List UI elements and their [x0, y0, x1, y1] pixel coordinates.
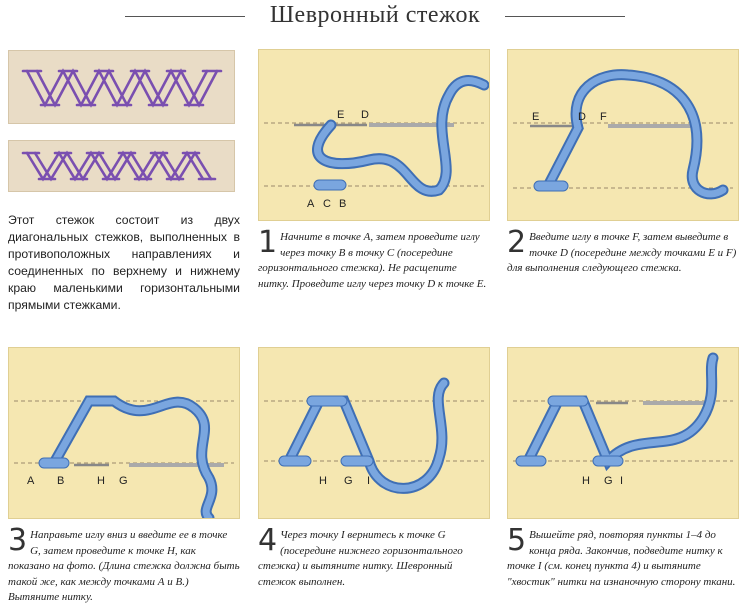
label-g: G [119, 475, 128, 487]
title-bar: Шевронный стежок [0, 0, 750, 34]
step-3-illustration: A B H G [8, 347, 240, 519]
label-b: B [339, 198, 346, 210]
label-i: I [367, 475, 370, 487]
step-1-number: 1 [258, 225, 278, 260]
label-h: H [97, 475, 105, 487]
step-5-caption: 5 Вышейте ряд, повторяя пункты 1–4 до ко… [507, 523, 739, 590]
step-2-text: Введите иглу в точке F, затем выведите в… [507, 231, 737, 274]
step-1-text: Начните в точке А, затем проведите иглу … [258, 231, 487, 290]
label-e: E [532, 111, 539, 123]
chevron-sample-bottom-image [21, 150, 217, 182]
step-3-text: Направьте иглу вниз и введите ее в точке… [8, 529, 240, 603]
label-g: G [604, 475, 613, 487]
step-1-illustration: E D A C B [258, 49, 490, 221]
page-title: Шевронный стежок [0, 2, 750, 29]
intro-text: Этот стежок состоит из двух диагональных… [8, 213, 240, 312]
label-h: H [319, 475, 327, 487]
label-d: D [578, 111, 586, 123]
label-d: D [361, 109, 369, 121]
fabric-swatch-bottom [8, 140, 235, 192]
label-h: H [582, 475, 590, 487]
label-c: C [323, 198, 331, 210]
step-2-illustration: E D F [507, 49, 739, 221]
step-4-text: Через точку I вернитесь к точке G (посер… [258, 529, 463, 588]
title-rule-left [125, 16, 245, 17]
step-4-caption: 4 Через точку I вернитесь к точке G (пос… [258, 523, 490, 590]
chevron-sample-top-image [21, 68, 223, 108]
step-4-illustration: H G I [258, 347, 490, 519]
step-1-caption: 1 Начните в точке А, затем проведите игл… [258, 225, 490, 292]
step-3-number: 3 [8, 523, 28, 558]
step-5-illustration: H G I [507, 347, 739, 519]
step-3-caption: 3 Направьте иглу вниз и введите ее в точ… [8, 523, 240, 606]
label-f: F [600, 111, 607, 123]
step-2-number: 2 [507, 225, 527, 260]
step-5-text: Вышейте ряд, повторяя пункты 1–4 до конц… [507, 529, 736, 588]
label-a: A [307, 198, 315, 210]
label-e: E [337, 109, 344, 121]
label-a: A [27, 475, 35, 487]
step-4-number: 4 [258, 523, 278, 558]
fabric-swatch-top [8, 50, 235, 124]
title-rule-right [505, 16, 625, 17]
label-g: G [344, 475, 353, 487]
step-5-number: 5 [507, 523, 527, 558]
label-i: I [620, 475, 623, 487]
label-b: B [57, 475, 64, 487]
step-2-caption: 2 Введите иглу в точке F, затем выведите… [507, 225, 739, 277]
